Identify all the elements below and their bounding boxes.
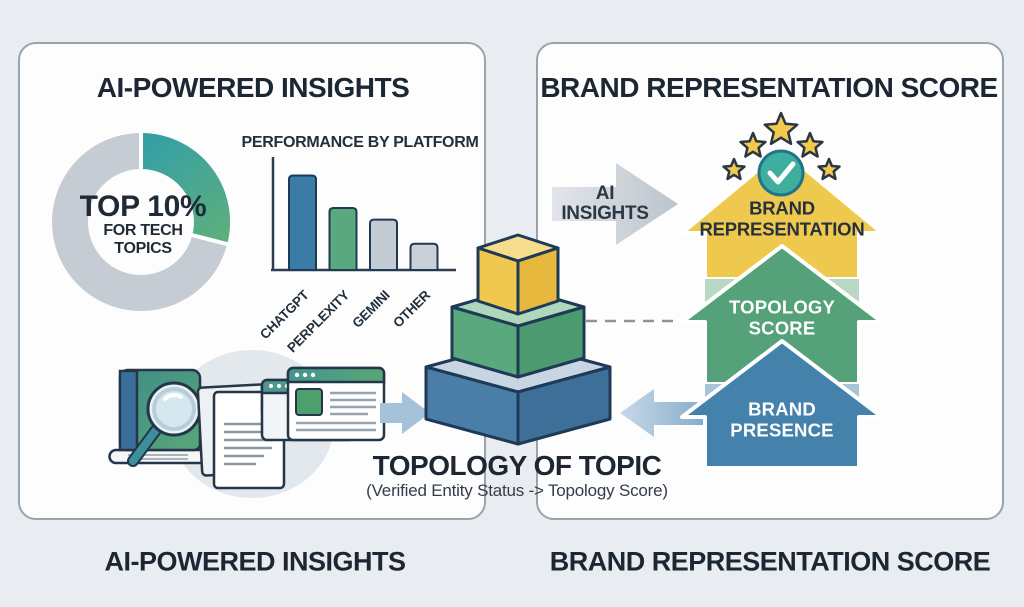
- bar-perplexity: [328, 207, 358, 271]
- donut-highlight-slice: [140, 133, 230, 245]
- topology-of-topic-title: TOPOLOGY OF TOPIC: [372, 450, 662, 481]
- donut-slice-separator: [189, 232, 230, 247]
- bar-other: [409, 242, 439, 271]
- bar-chart-title: PERFORMANCE BY PLATFORM: [241, 134, 479, 151]
- star-icon: [739, 131, 767, 158]
- research-illustration: [108, 350, 430, 498]
- donut-center-line3: TOPICS: [114, 240, 172, 257]
- brand-presence-house: [680, 339, 884, 470]
- score-stack: [620, 148, 884, 470]
- brand-presence-label-line1: BRAND: [748, 398, 816, 420]
- donut-center-line1: TOP 10%: [79, 190, 207, 223]
- left-panel-title: AI-POWERED INSIGHTS: [96, 72, 410, 103]
- footer-caption-left: AI-POWERED INSIGHTS: [104, 546, 406, 577]
- topology-of-topic-subtitle: (Verified Entity Status -> Topology Scor…: [366, 481, 668, 500]
- star-icon: [817, 157, 841, 181]
- flow-arrow-right-icon: [380, 392, 430, 434]
- pyramid-yellow-box: [476, 233, 560, 316]
- star-icon: [722, 157, 746, 181]
- bar-label-gemini: GEMINI: [349, 288, 392, 331]
- bar-label-other: OTHER: [390, 287, 433, 330]
- star-icon: [763, 111, 799, 146]
- brand-presence-label-line2: PRESENCE: [730, 419, 834, 441]
- donut-chart: [52, 131, 230, 311]
- right-panel-title: BRAND REPRESENTATION SCORE: [540, 72, 998, 103]
- ai-arrow-label-line1: AI: [595, 183, 615, 204]
- rating-stars-icon: [722, 111, 841, 181]
- ai-insights-arrow-icon: [552, 163, 678, 245]
- footer-caption-right: BRAND REPRESENTATION SCORE: [549, 546, 991, 577]
- topology-score-label-line2: SCORE: [748, 317, 816, 339]
- check-circle-icon: [757, 149, 805, 197]
- donut-center-line2: FOR TECH: [103, 222, 183, 239]
- documents-icon: [196, 383, 286, 490]
- browser-windows-icon: [260, 366, 386, 442]
- star-icon: [796, 131, 824, 158]
- topology-score-label-line1: TOPOLOGY: [728, 296, 836, 318]
- topology-pyramid: [424, 233, 612, 446]
- bar-chatgpt: [288, 174, 317, 271]
- ai-arrow-label-line2: INSIGHTS: [561, 203, 649, 224]
- bar-series: [288, 174, 439, 271]
- bar-gemini: [369, 218, 398, 271]
- brand-representation-label-line1: BRAND: [749, 197, 815, 219]
- magnifier-icon: [127, 381, 202, 467]
- brand-representation-label-line2: REPRESENTATION: [699, 218, 865, 240]
- presence-arrow-left-icon: [620, 389, 708, 437]
